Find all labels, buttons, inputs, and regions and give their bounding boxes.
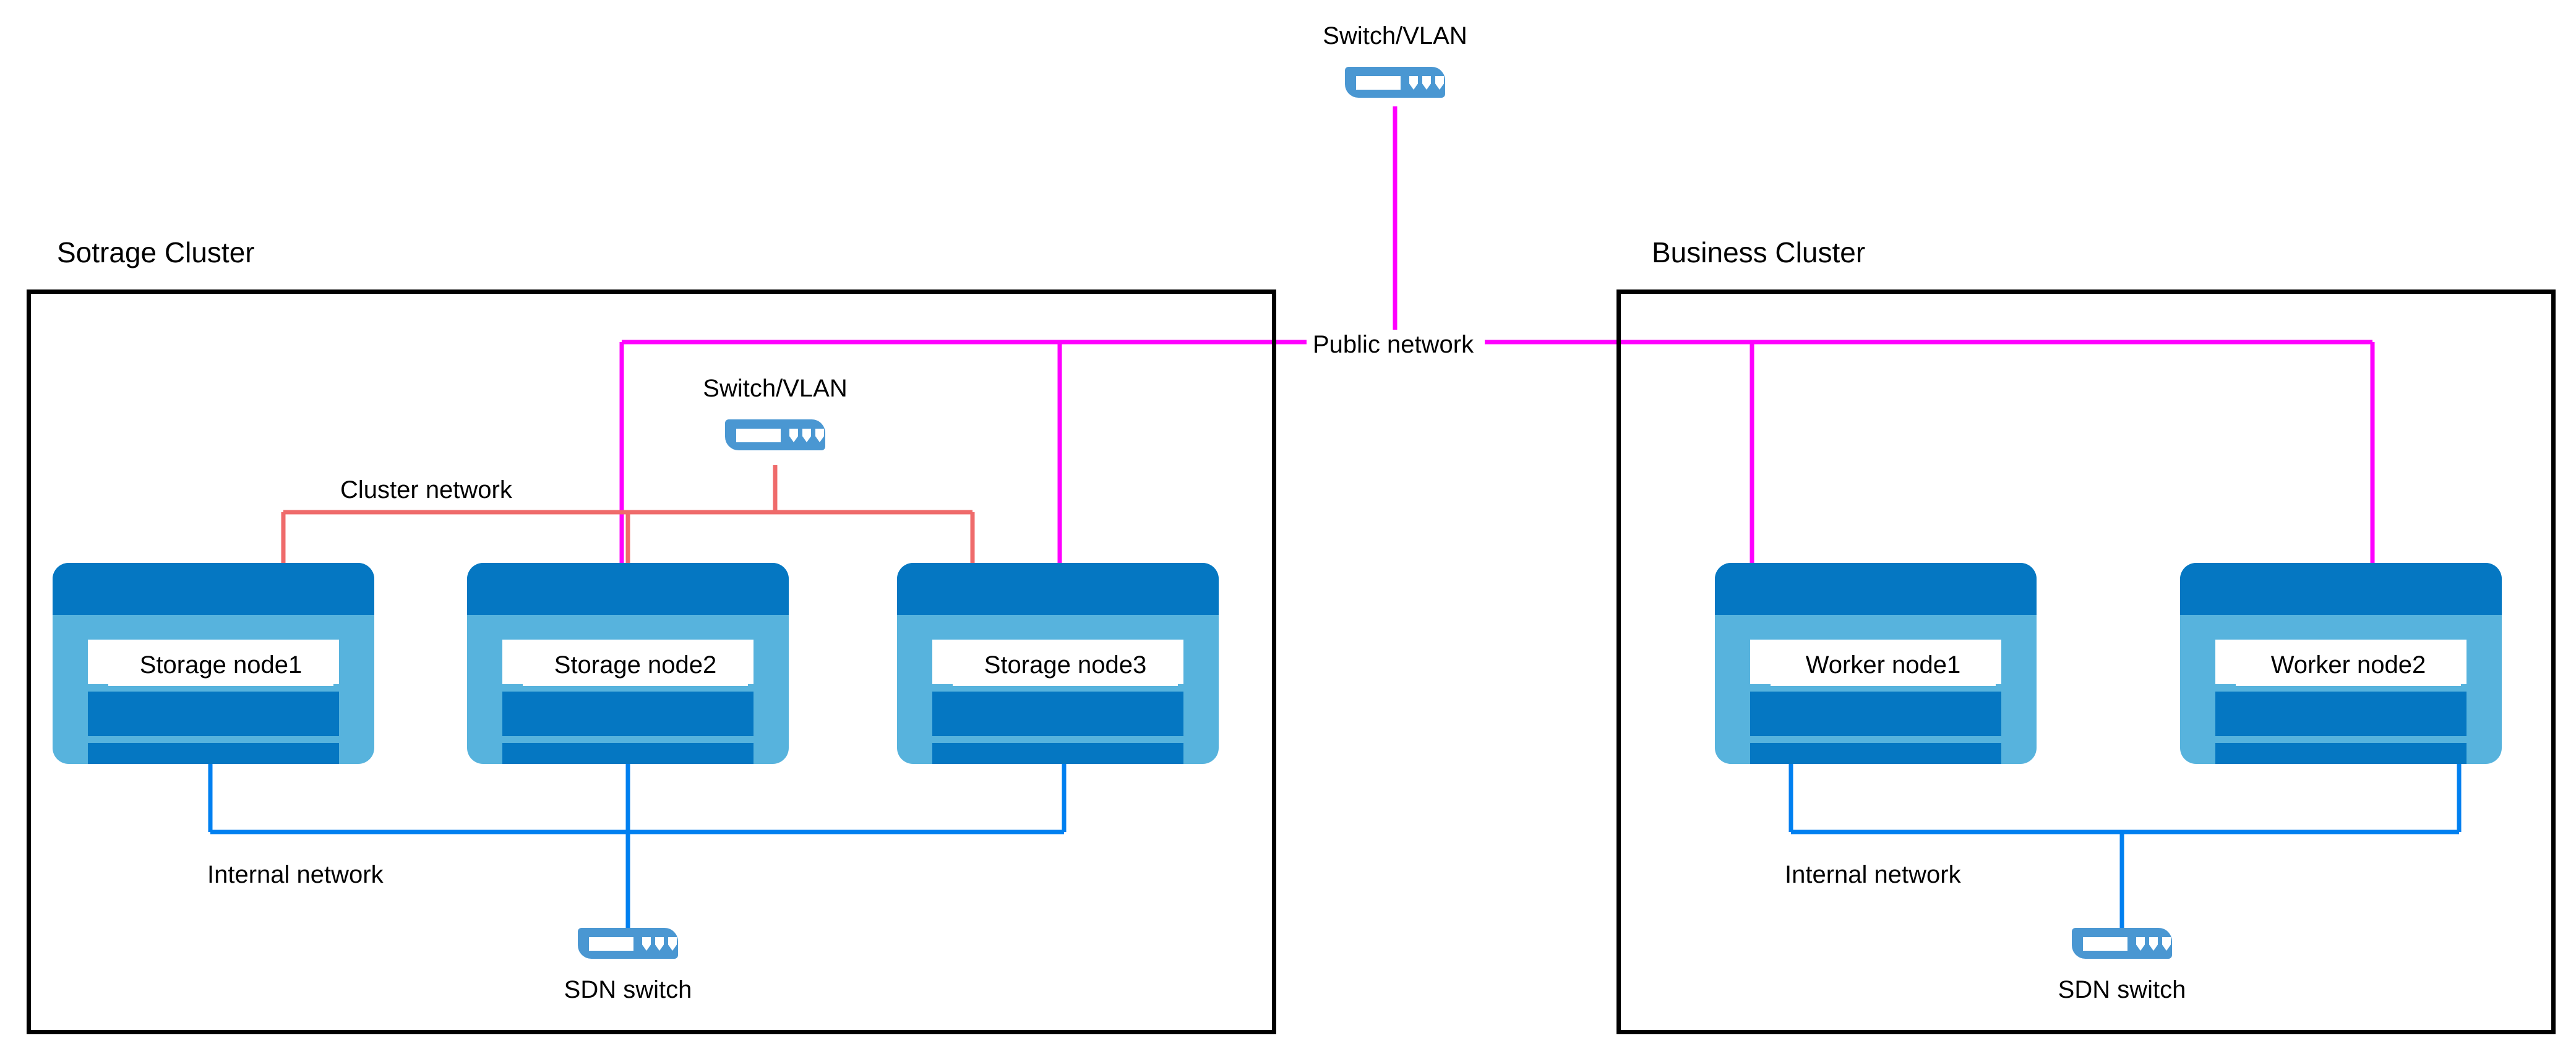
business-sdn-switch-caption: SDN switch: [2058, 976, 2186, 1003]
business-sdn-switch-icon[interactable]: [2072, 928, 2172, 959]
worker-node-1-label: Worker node1: [1771, 645, 1996, 686]
node-drive-bay: [1750, 743, 2001, 764]
switch-display-icon: [1356, 76, 1401, 90]
node-header: [897, 563, 1219, 615]
storage-node-3-label: Storage node3: [953, 645, 1178, 686]
switch-port-icon: [655, 937, 664, 951]
switch-port-icon: [2149, 937, 2158, 951]
node-header: [1715, 563, 2037, 615]
node-drive-bay: [932, 692, 1183, 736]
node-drive-bay: [932, 743, 1183, 764]
storage-switch-caption: Switch/VLAN: [703, 375, 848, 402]
switch-display-icon: [589, 937, 633, 951]
worker-node-2[interactable]: [2180, 563, 2502, 764]
storage-switch-icon[interactable]: [725, 419, 825, 450]
public-network-label: Public network: [1307, 330, 1480, 359]
switch-port-icon: [1435, 76, 1444, 90]
storage-sdn-switch-icon[interactable]: [578, 928, 678, 959]
switch-ports: [1409, 76, 1444, 90]
top-switch-caption: Switch/VLAN: [1323, 22, 1467, 49]
switch-display-icon: [2083, 937, 2127, 951]
node-drive-bay: [88, 692, 339, 736]
storage-node-1-label: Storage node1: [108, 645, 333, 686]
node-header: [2180, 563, 2502, 615]
switch-port-icon: [2162, 937, 2171, 951]
switch-port-icon: [2136, 937, 2145, 951]
switch-ports: [642, 937, 677, 951]
switch-port-icon: [642, 937, 651, 951]
storage-sdn-switch-caption: SDN switch: [564, 976, 692, 1003]
node-drive-bay: [1750, 692, 2001, 736]
worker-node-2-label: Worker node2: [2236, 645, 2461, 686]
business-cluster-frame: [1616, 289, 2556, 1034]
switch-ports: [2136, 937, 2171, 951]
node-drive-bay: [2215, 743, 2467, 764]
switch-port-icon: [1409, 76, 1418, 90]
switch-port-icon: [802, 429, 811, 442]
node-header: [53, 563, 374, 615]
node-drive-bay: [502, 692, 753, 736]
storage-node-2-label: Storage node2: [523, 645, 748, 686]
business-internal-network-label: Internal network: [1779, 860, 1967, 890]
switch-port-icon: [789, 429, 798, 442]
cluster-network-label: Cluster network: [334, 475, 518, 505]
switch-display-icon: [736, 429, 781, 442]
node-drive-bay: [502, 743, 753, 764]
storage-cluster-title: Sotrage Cluster: [57, 236, 255, 268]
switch-port-icon: [815, 429, 824, 442]
switch-port-icon: [1422, 76, 1431, 90]
node-header: [467, 563, 789, 615]
storage-cluster-frame: [27, 289, 1276, 1034]
business-cluster-title: Business Cluster: [1652, 236, 1866, 268]
switch-port-icon: [668, 937, 677, 951]
node-drive-bay: [88, 743, 339, 764]
storage-internal-network-label: Internal network: [201, 860, 390, 890]
switch-ports: [789, 429, 824, 442]
top-switch-icon[interactable]: [1345, 67, 1445, 98]
node-drive-bay: [2215, 692, 2467, 736]
